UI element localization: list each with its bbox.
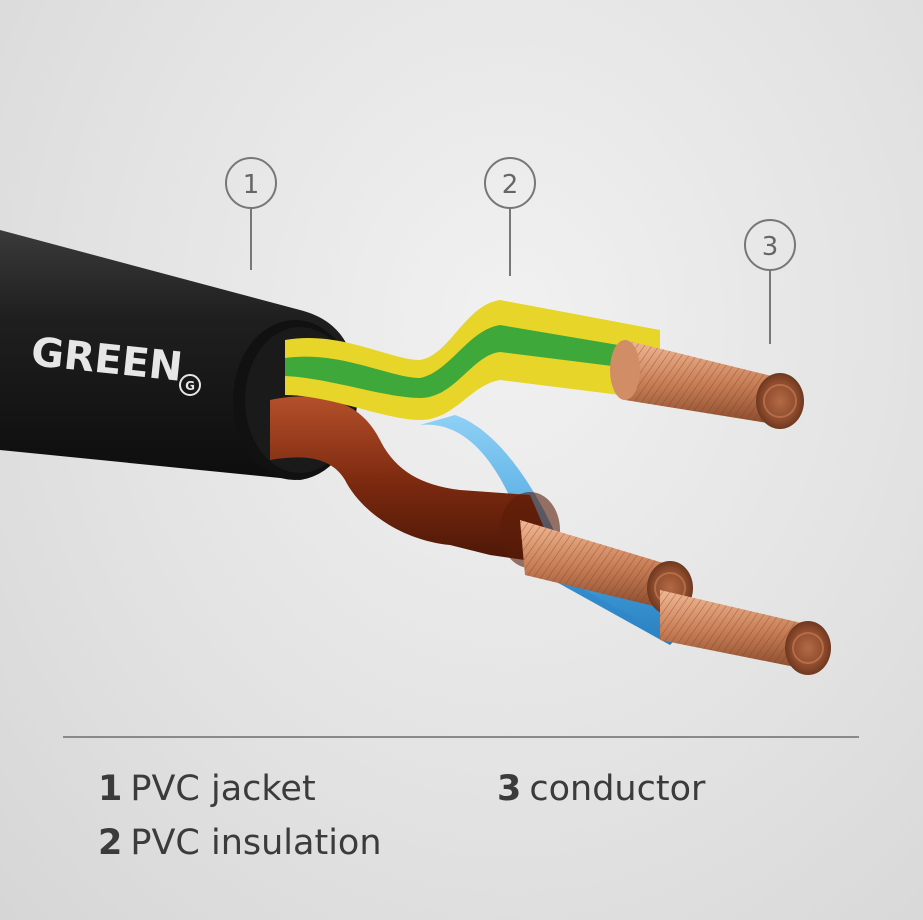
legend-label: PVC jacket (130, 769, 316, 809)
callout-1: 1 (225, 157, 277, 209)
svg-text:3: 3 (762, 232, 779, 262)
legend-number: 1 (98, 769, 123, 809)
legend-number: 2 (98, 823, 123, 863)
callout-leaders (250, 208, 771, 344)
earth-wire-yellow-green (285, 300, 660, 420)
conductor-copper-1 (610, 340, 804, 429)
legend-label: conductor (529, 769, 706, 809)
conductor-copper-3 (660, 590, 831, 675)
svg-text:1: 1 (243, 170, 260, 200)
legend-number: 3 (497, 769, 522, 809)
legend-divider (63, 736, 859, 738)
callout-2: 2 (484, 157, 536, 209)
callout-3: 3 (744, 219, 796, 271)
legend-label: PVC insulation (130, 823, 382, 863)
svg-text:G: G (185, 379, 195, 393)
svg-text:2: 2 (502, 170, 519, 200)
cable-illustration: 1 2 3 GREEN G (0, 157, 831, 675)
